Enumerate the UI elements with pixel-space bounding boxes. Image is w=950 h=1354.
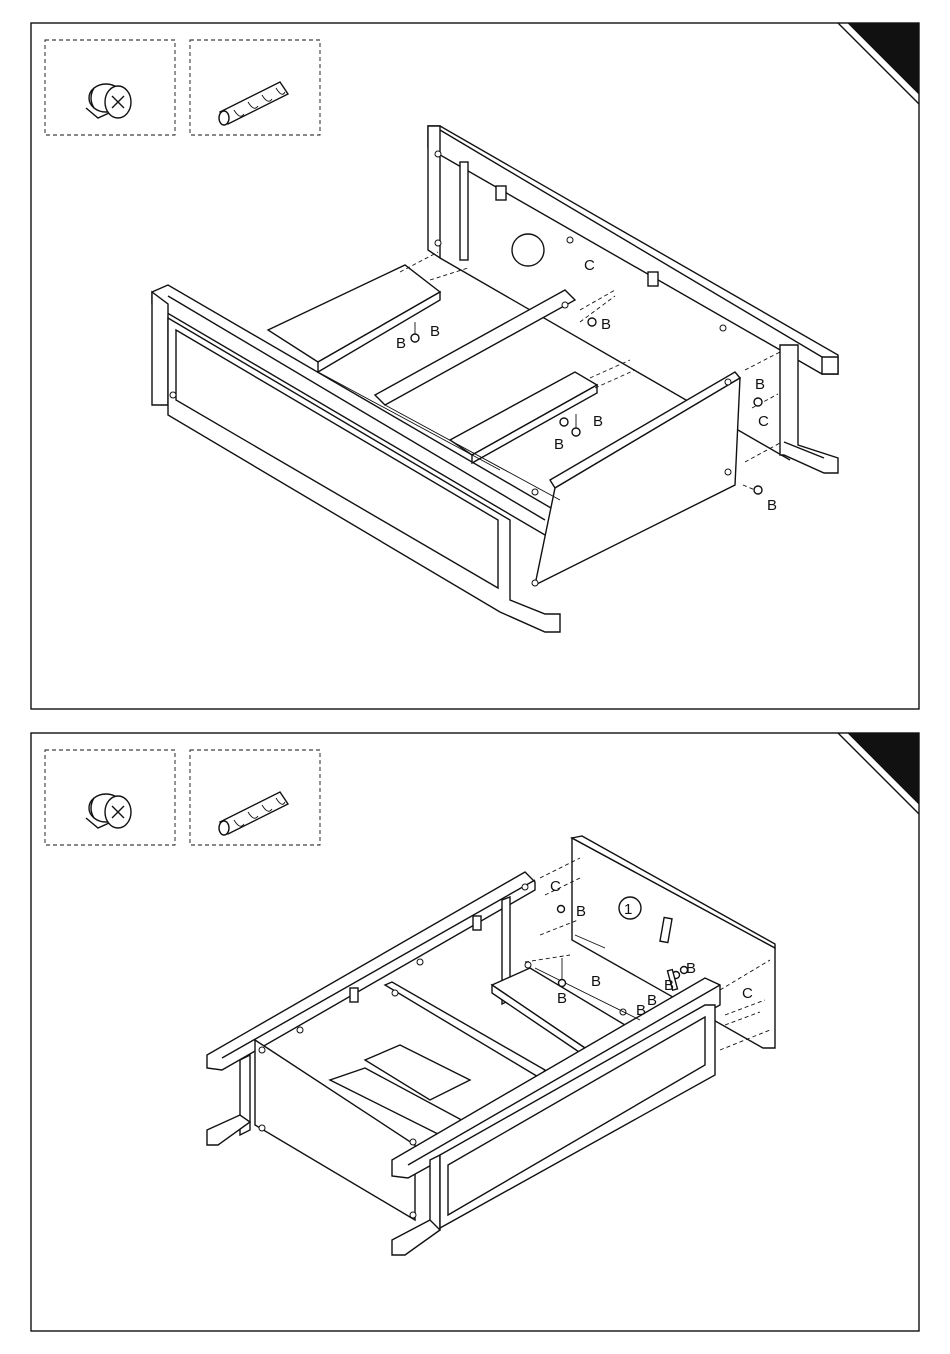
hardware-box-dowel — [190, 40, 320, 135]
label-c-right: C — [742, 985, 753, 1002]
label-c-right: C — [758, 413, 769, 430]
label-b-left2: B — [430, 323, 440, 340]
corner-tab — [848, 733, 919, 804]
wooden-dowel-icon — [219, 792, 288, 835]
step-number: 1 — [624, 901, 632, 918]
cam-lock-icon — [86, 794, 131, 828]
wooden-dowel-icon — [219, 82, 288, 125]
label-b-right-top: B — [755, 376, 765, 393]
label-c-top: C — [550, 878, 561, 895]
step-panel-1: C B B B B C B B B — [31, 23, 919, 709]
hardware-box-cam-lock — [45, 40, 175, 135]
label-b-low3: B — [636, 1002, 646, 1019]
label-b-shelf: B — [591, 973, 601, 990]
label-b-handle: B — [686, 960, 696, 977]
label-b-lower2: B — [554, 436, 564, 453]
label-b-low1: B — [664, 977, 674, 994]
label-b-top: B — [576, 903, 586, 920]
corner-tab — [848, 23, 919, 94]
label-b-mid: B — [601, 316, 611, 333]
label-b-lower1: B — [593, 413, 603, 430]
label-b-left1: B — [396, 335, 406, 352]
label-b-shelf2: B — [557, 990, 567, 1007]
label-b-low2: B — [647, 992, 657, 1009]
label-c-top: C — [584, 257, 595, 274]
step-panel-2: 1 — [31, 733, 919, 1331]
cam-lock-icon — [86, 84, 131, 118]
hardware-box-dowel — [190, 750, 320, 845]
back-panel — [428, 126, 838, 460]
hardware-box-cam-lock — [45, 750, 175, 845]
label-b-bottom: B — [767, 497, 777, 514]
